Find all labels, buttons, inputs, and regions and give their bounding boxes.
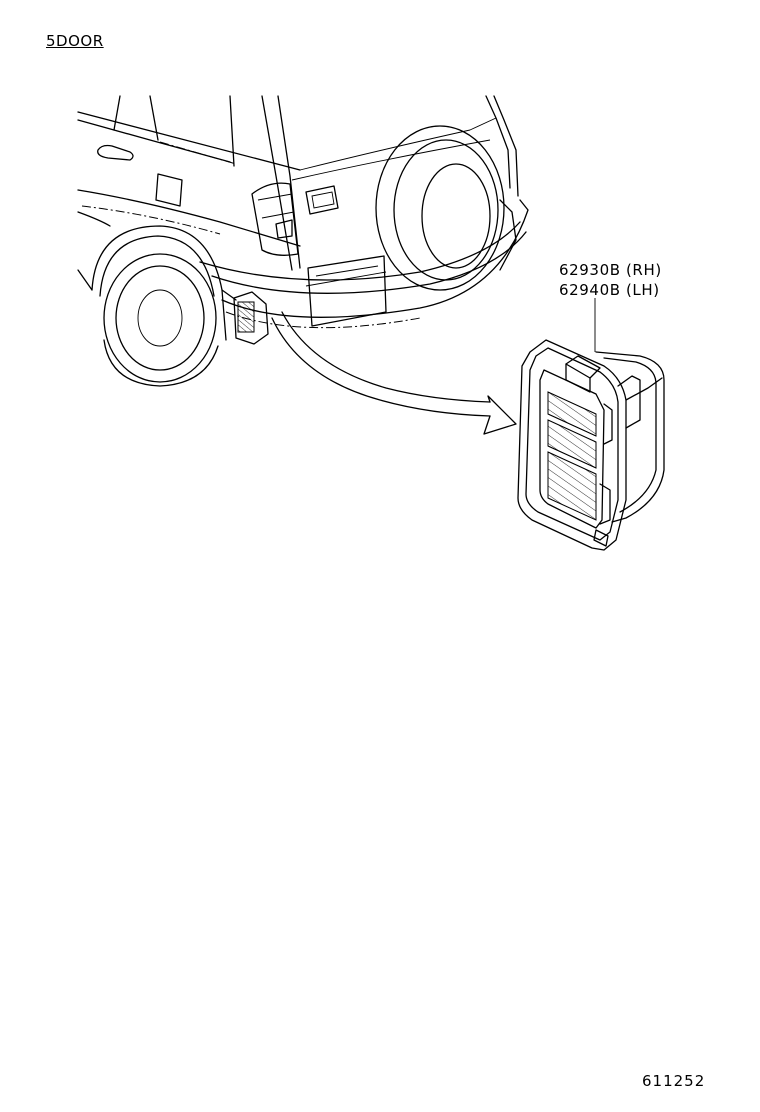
quarter-vent-duct-illustration	[517, 339, 665, 551]
part-label-rh: 62930B (RH)	[559, 261, 662, 279]
variant-label: 5DOOR	[46, 32, 104, 50]
part-label-lh: 62940B (LH)	[559, 281, 660, 299]
callout-arrow	[271, 311, 517, 435]
figure-number: 611252	[642, 1072, 706, 1090]
vehicle-rear-illustration	[77, 95, 529, 387]
